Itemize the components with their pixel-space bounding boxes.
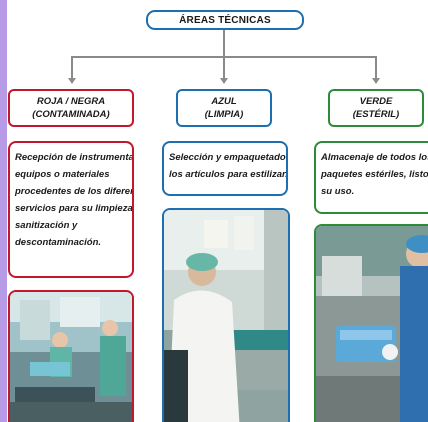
category-box-green: VERDE (ESTÉRIL)	[328, 89, 424, 127]
arrow-right-icon	[372, 78, 380, 84]
description-red-line: equipos o materiales	[15, 169, 110, 180]
connector-right-drop	[375, 56, 377, 78]
photo-contaminated-image	[10, 292, 132, 422]
category-green-status: (ESTÉRIL)	[352, 109, 400, 120]
photo-sterile-area	[314, 224, 428, 422]
arrow-mid-icon	[220, 78, 228, 84]
description-red-line: Recepción de instrumental,	[15, 152, 134, 163]
description-box-blue: Selección y empaquetado de los artículos…	[162, 141, 288, 196]
description-box-green: Almacenaje de todos los paquetes estéril…	[314, 141, 428, 214]
title-text: ÁREAS TÉCNICAS	[179, 14, 271, 26]
photo-sterile-image	[316, 226, 428, 422]
connector-vertical-top	[223, 30, 225, 56]
category-blue-status: (LIMPIA)	[204, 109, 244, 120]
description-red-line: sanitización y	[15, 220, 78, 231]
description-box-red: Recepción de instrumental, equipos o mat…	[8, 141, 134, 278]
description-blue-line: los artículos para estilizar.	[169, 169, 288, 180]
description-red-line: servicios para su limpieza,	[15, 203, 134, 214]
diagram-panel: ÁREAS TÉCNICAS ROJA / NEGRA (CONTAMINADA…	[7, 0, 428, 422]
category-red-name: ROJA / NEGRA	[36, 96, 106, 107]
title-box: ÁREAS TÉCNICAS	[146, 10, 304, 30]
photo-clean-image	[164, 210, 288, 422]
description-green-line: su uso.	[321, 186, 355, 197]
connector-left-drop	[71, 56, 73, 78]
category-green-name: VERDE	[359, 96, 393, 107]
photo-clean-area	[162, 208, 290, 422]
description-green-line: paquetes estériles, listos para	[321, 169, 428, 180]
category-blue-name: AZUL	[211, 96, 237, 107]
description-red-line: procedentes de los diferentes	[15, 186, 132, 197]
description-blue-line: Selección y empaquetado de	[169, 152, 288, 163]
arrow-left-icon	[68, 78, 76, 84]
description-green-line: Almacenaje de todos los	[321, 152, 428, 163]
description-red-line: descontaminación.	[15, 237, 102, 248]
photo-contaminated-area	[8, 290, 134, 422]
category-box-blue: AZUL (LIMPIA)	[176, 89, 272, 127]
category-red-status: (CONTAMINADA)	[32, 109, 110, 120]
connector-mid-drop	[223, 56, 225, 78]
category-box-red: ROJA / NEGRA (CONTAMINADA)	[8, 89, 134, 127]
